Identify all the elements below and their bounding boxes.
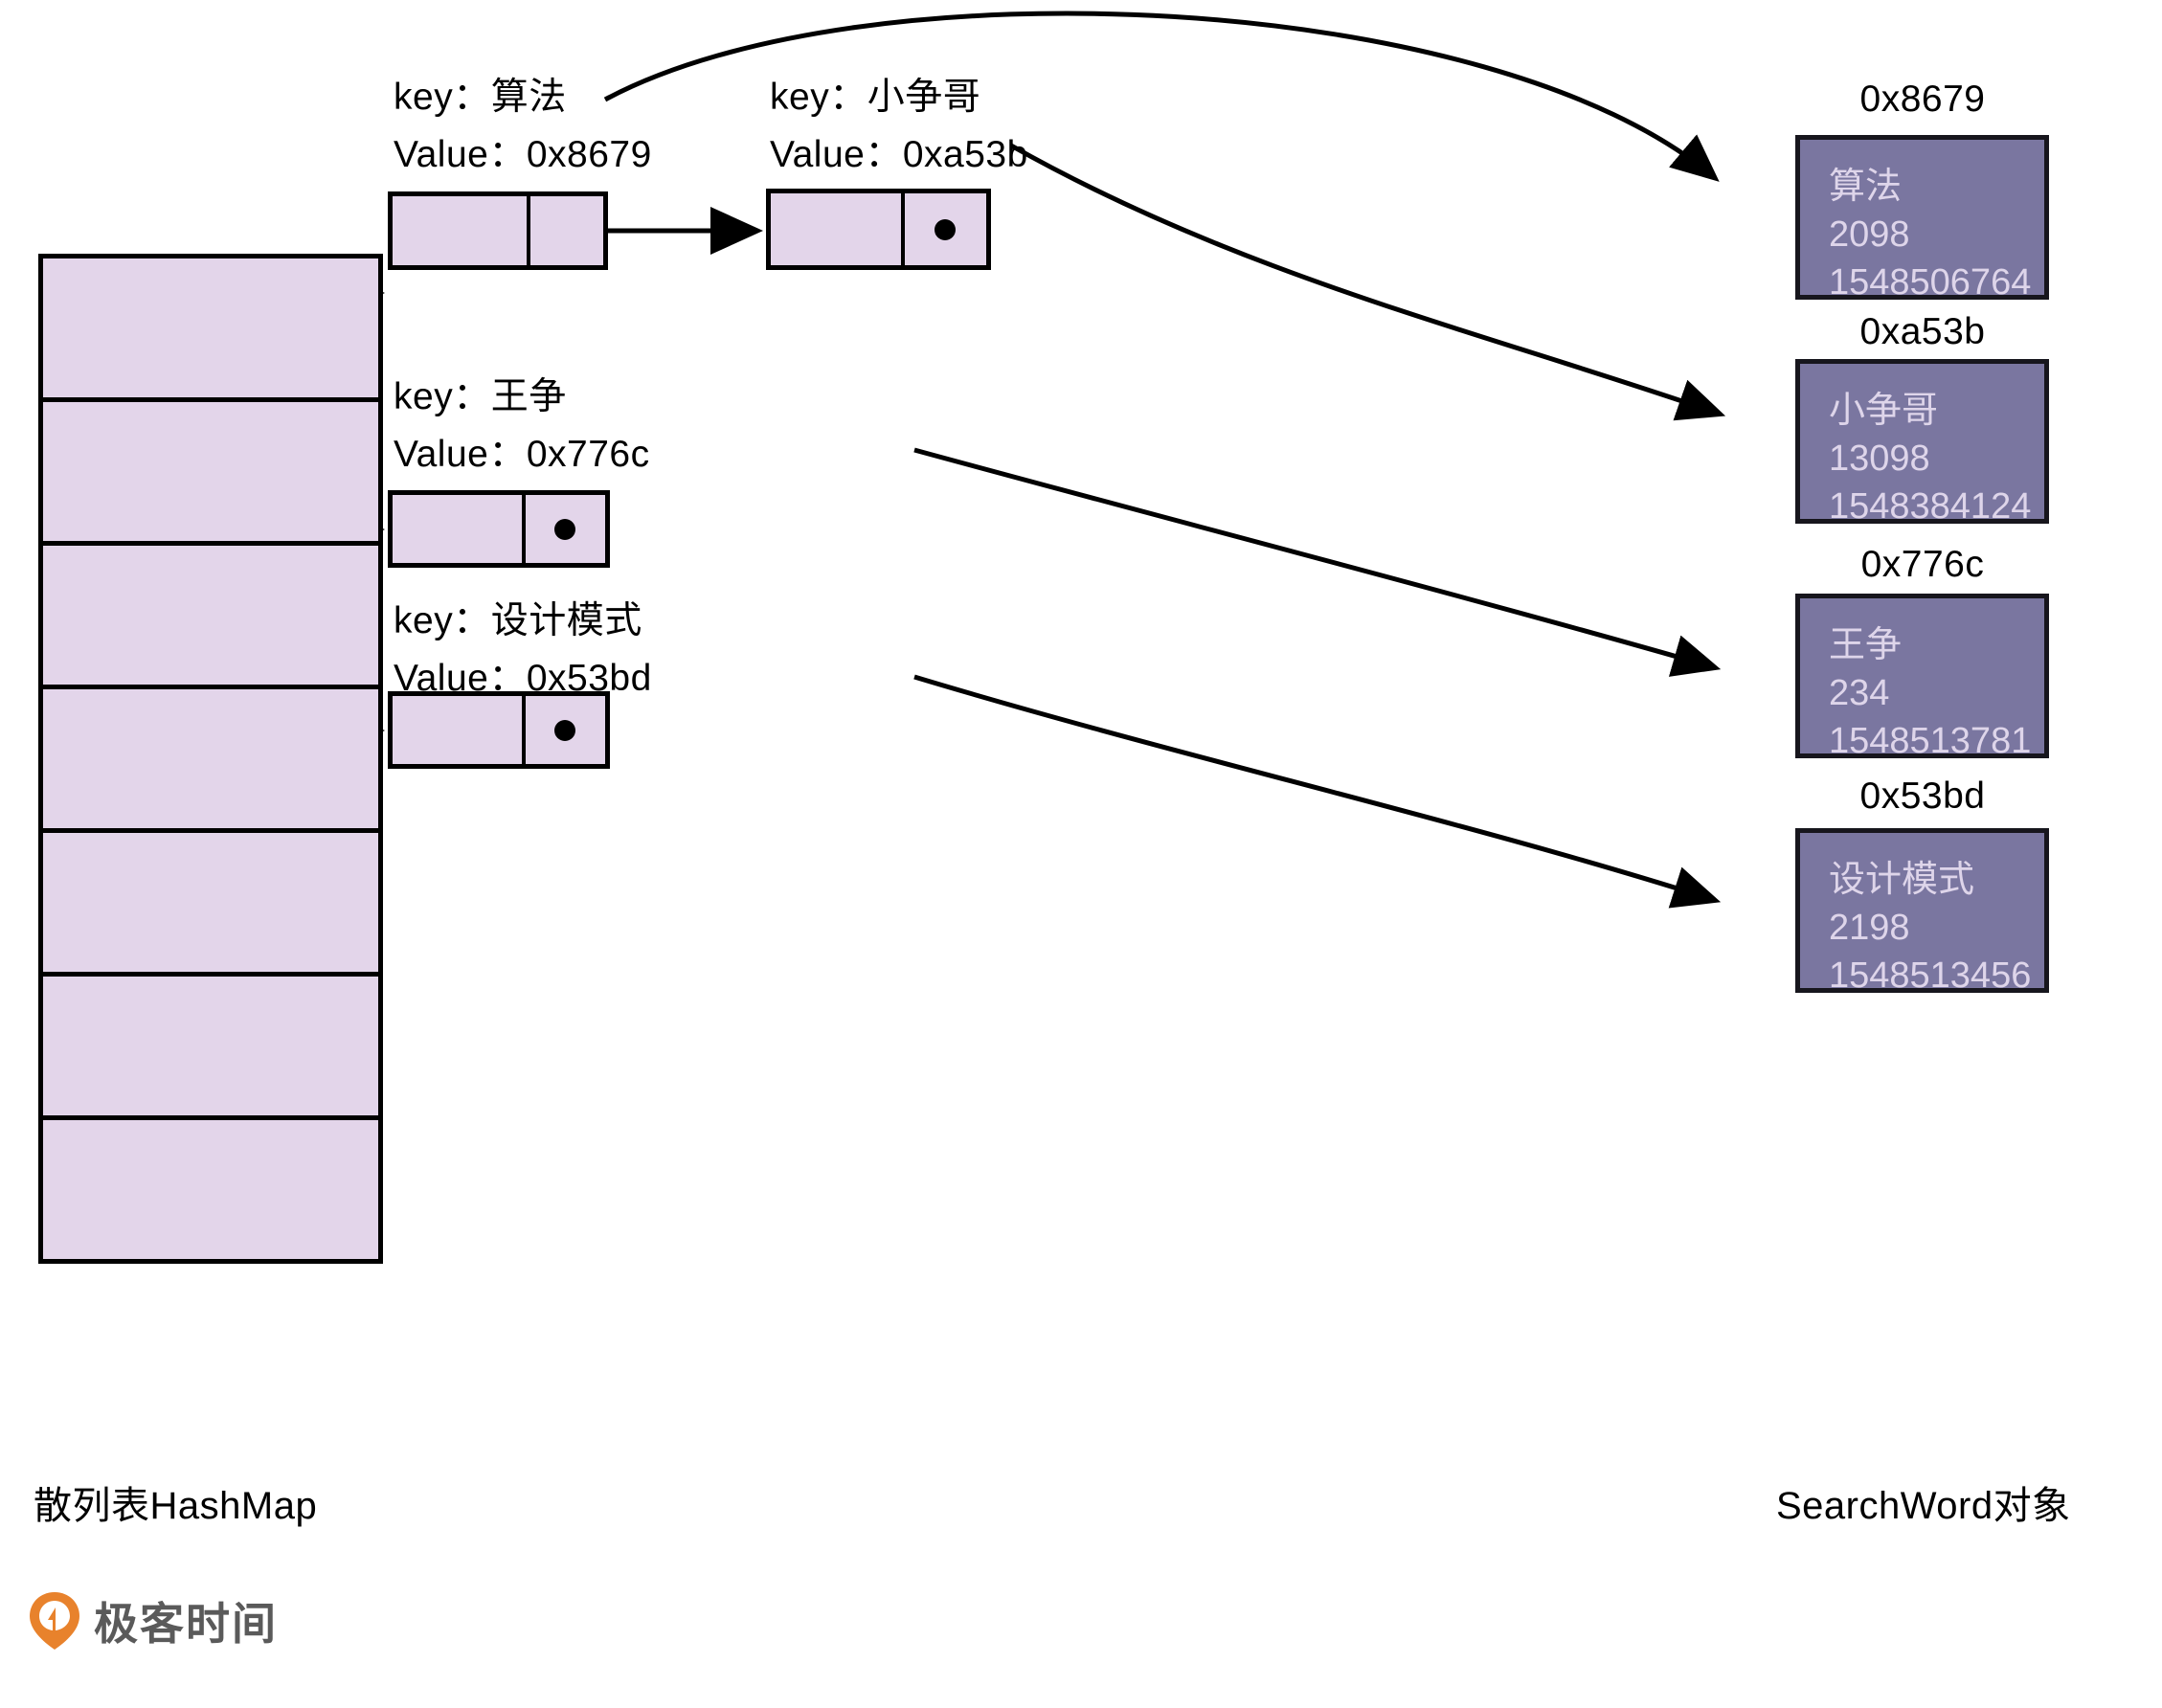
- entry-label-2: key：小争哥 Value：0xa53b: [770, 69, 1028, 185]
- curve-entry2-to-object2: [1009, 143, 1726, 421]
- list-node-2-next-pointer: [904, 193, 986, 265]
- list-node-3-next-pointer: [525, 495, 605, 563]
- object-4-count: 2198: [1829, 908, 1910, 949]
- search-word-object-2[interactable]: 小争哥 13098 1548384124: [1795, 359, 2049, 527]
- entry-key-4: key：设计模式: [394, 600, 642, 641]
- entry-value-2: Value：0xa53b: [770, 134, 1028, 176]
- list-node-2[interactable]: [766, 189, 991, 270]
- caption-hashmap: 散列表HashMap: [34, 1485, 318, 1527]
- list-node-3-data: [393, 495, 526, 563]
- object-address-2: 0xa53b: [1859, 311, 1986, 352]
- object-1-timestamp: 1548506764: [1829, 262, 2032, 303]
- object-1-count: 2098: [1829, 214, 1910, 256]
- entry-value-1: Value：0x8679: [394, 134, 652, 176]
- search-word-object-1[interactable]: 算法 2098 1548506764: [1795, 135, 2049, 303]
- brand-name: 极客时间: [94, 1599, 278, 1649]
- list-node-4[interactable]: [388, 691, 610, 769]
- object-4-word: 设计模式: [1829, 860, 1975, 900]
- object-address-4: 0x53bd: [1859, 775, 1986, 817]
- list-node-1-data: [393, 196, 530, 265]
- null-pointer-dot-icon: [554, 719, 576, 741]
- object-3-timestamp: 1548513781: [1829, 721, 2032, 762]
- entry-label-1: key：算法 Value：0x8679: [394, 69, 652, 185]
- list-node-3[interactable]: [388, 490, 610, 568]
- hash-bucket-0[interactable]: [43, 258, 378, 402]
- entry-value-3: Value：0x776c: [394, 434, 650, 476]
- entry-key-2: key：小争哥: [770, 77, 981, 118]
- list-node-1-next-pointer: [529, 196, 603, 265]
- hash-bucket-5[interactable]: [43, 977, 378, 1120]
- object-3-count: 234: [1829, 673, 1890, 714]
- list-node-4-data: [393, 696, 526, 764]
- hash-bucket-1[interactable]: [43, 402, 378, 546]
- object-2-timestamp: 1548384124: [1829, 486, 2032, 528]
- list-node-4-next-pointer: [525, 696, 605, 764]
- object-3-word: 王争: [1829, 625, 1903, 665]
- list-node-1[interactable]: [388, 191, 608, 270]
- entry-key-3: key：王争: [394, 376, 567, 417]
- curve-entry4-to-object4: [913, 674, 1722, 909]
- hash-table-array: [38, 254, 383, 1264]
- brand-logo: 极客时间: [29, 1589, 278, 1652]
- curve-entry3-to-object3: [913, 447, 1722, 677]
- object-4-timestamp: 1548513456: [1829, 955, 2032, 997]
- object-address-3: 0x776c: [1860, 544, 1985, 585]
- object-2-word: 小争哥: [1829, 391, 1939, 431]
- search-word-object-3[interactable]: 王争 234 1548513781: [1795, 594, 2049, 761]
- hash-bucket-2[interactable]: [43, 546, 378, 689]
- entry-key-1: key：算法: [394, 77, 567, 118]
- null-pointer-dot-icon: [554, 518, 576, 540]
- object-1-word: 算法: [1829, 167, 1903, 207]
- list-node-2-data: [771, 193, 905, 265]
- hash-bucket-3[interactable]: [43, 689, 378, 833]
- caption-searchword: SearchWord对象: [1776, 1485, 2071, 1527]
- hash-bucket-4[interactable]: [43, 833, 378, 977]
- entry-label-3: key：王争 Value：0x776c: [394, 369, 650, 484]
- geek-time-pin-icon: [30, 1592, 79, 1650]
- hash-bucket-6[interactable]: [43, 1120, 378, 1259]
- object-2-count: 13098: [1829, 438, 1930, 480]
- null-pointer-dot-icon: [935, 218, 957, 240]
- object-address-1: 0x8679: [1859, 79, 1986, 120]
- search-word-object-4[interactable]: 设计模式 2198 1548513456: [1795, 828, 2049, 996]
